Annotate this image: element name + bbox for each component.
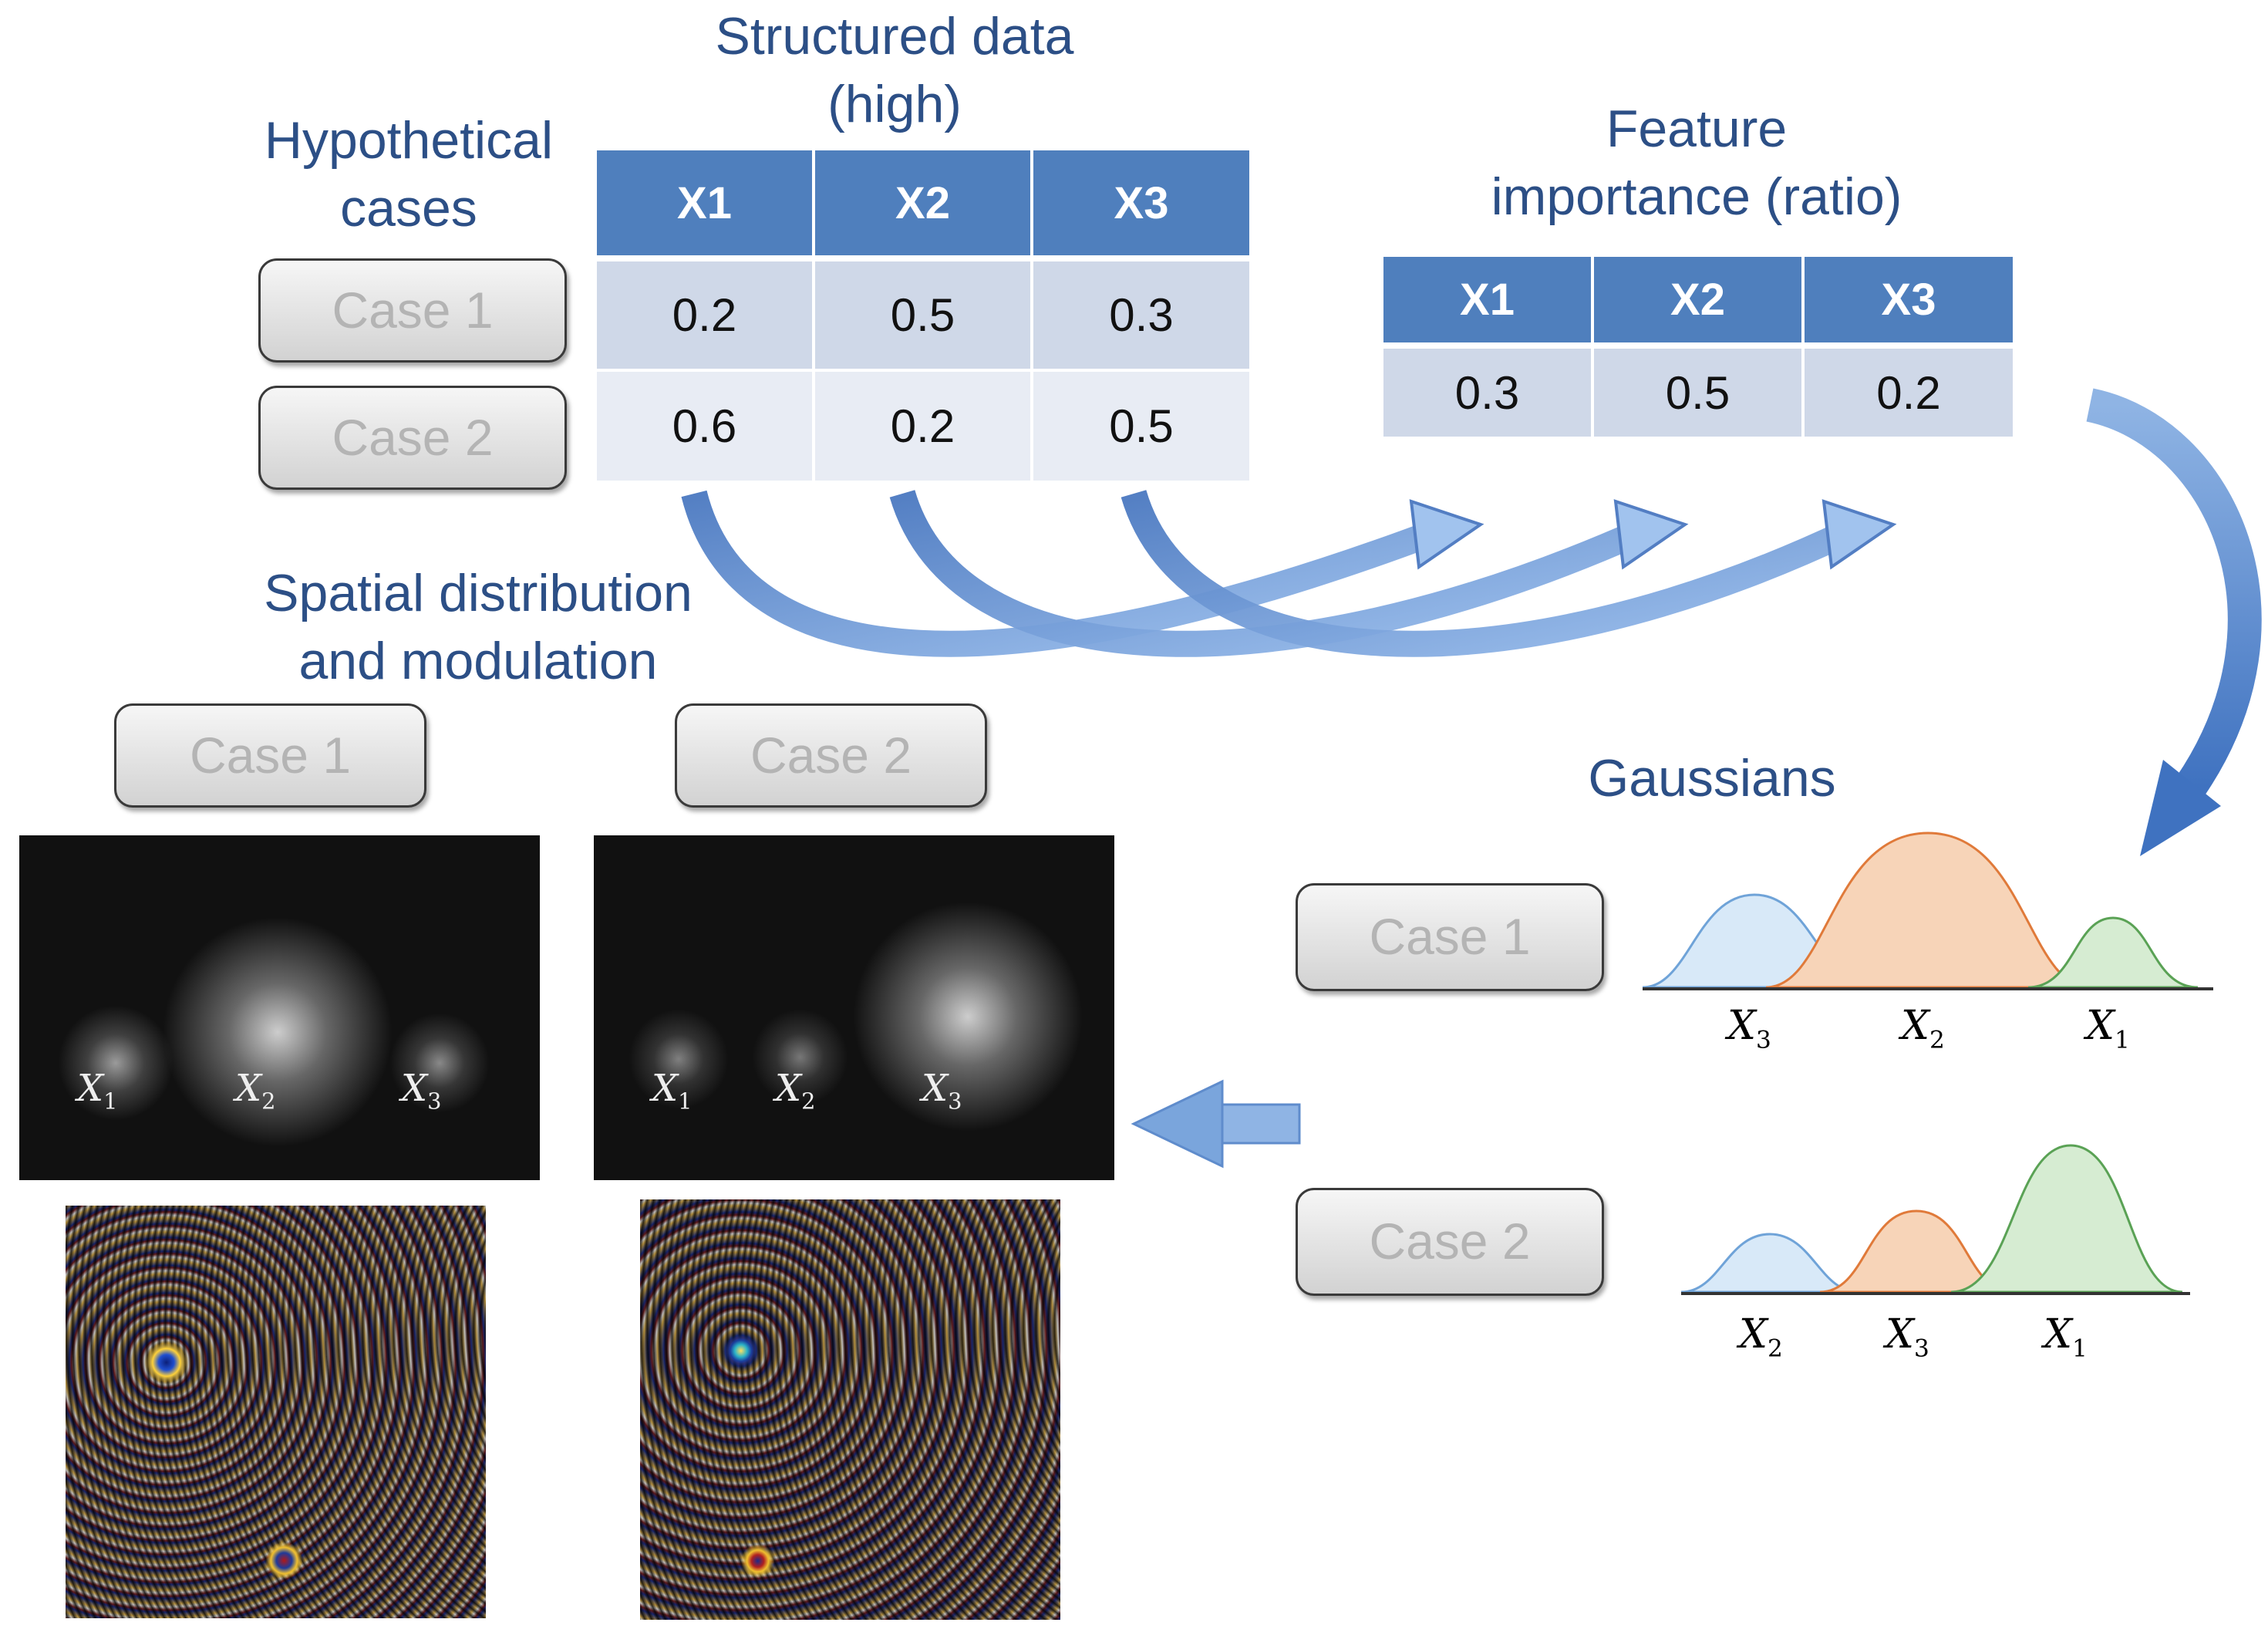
spatial-case2-label-1: X1 — [652, 1067, 693, 1115]
structured-data-table: X1 X2 X3 0.2 0.5 0.3 0.6 0.2 0.5 — [594, 150, 1252, 484]
structured-header-x2: X2 — [812, 150, 1033, 261]
importance-header-x3: X3 — [1801, 257, 2016, 349]
structured-cell: 0.5 — [1030, 369, 1252, 484]
gaussian-x1-curve — [1950, 1144, 2183, 1294]
intensity-spot-x3 — [389, 1013, 490, 1113]
intensity-spot-x2 — [162, 916, 393, 1148]
structured-cell: 0.6 — [594, 369, 815, 484]
importance-cell: 0.3 — [1380, 344, 1594, 440]
importance-title-line1: Feature — [1606, 100, 1788, 158]
spatial-case2-label-3: X3 — [922, 1067, 962, 1115]
gaussian-case1-label-3: X1 — [2086, 1003, 2130, 1054]
importance-title-line2: importance (ratio) — [1491, 167, 1902, 226]
importance-header-x1: X1 — [1380, 257, 1594, 349]
structured-cell: 0.2 — [812, 369, 1033, 484]
spatial-case-2-button[interactable]: Case 2 — [675, 703, 987, 808]
gaussians-case-2-plot — [1681, 1144, 2190, 1295]
hypothetical-cases-title: Hypothetical cases — [239, 106, 578, 242]
spatial-case1-label-2: X2 — [235, 1067, 276, 1115]
curved-arrow-to-gaussians — [2086, 388, 2262, 856]
hypothetical-title-line2: cases — [340, 179, 477, 238]
spatial-case1-label-3: X3 — [401, 1067, 442, 1115]
curved-arrow-x1 — [681, 490, 1484, 657]
gaussian-case2-label-3: X1 — [2044, 1311, 2088, 1363]
spatial-intensity-image-case-2: X1 X2 X3 — [594, 835, 1114, 1180]
importance-cell: 0.5 — [1591, 344, 1805, 440]
gaussian-case2-label-2: X3 — [1886, 1311, 1929, 1363]
structured-header-x3: X3 — [1030, 150, 1252, 261]
gaussian-case-2-button[interactable]: Case 2 — [1296, 1188, 1604, 1296]
feature-importance-table: X1 X2 X3 0.3 0.5 0.2 — [1380, 257, 2016, 440]
structured-header-x1: X1 — [594, 150, 815, 261]
structured-title-line1: Structured data — [715, 7, 1074, 66]
structured-cell: 0.3 — [1030, 257, 1252, 372]
gaussian-x1-curve — [2027, 916, 2199, 989]
gaussians-title: Gaussians — [1588, 749, 1836, 808]
spatial-case-1-button[interactable]: Case 1 — [114, 703, 426, 808]
importance-cell: 0.2 — [1801, 344, 2016, 440]
gaussians-case-1-plot — [1643, 831, 2213, 990]
spatial-title-line2: and modulation — [298, 632, 658, 690]
case-1-button[interactable]: Case 1 — [258, 258, 567, 363]
intensity-spot-x2 — [752, 1009, 848, 1105]
feature-importance-title: Feature importance (ratio) — [1380, 95, 2013, 231]
structured-cell: 0.5 — [812, 257, 1033, 372]
gaussian-case2-label-1: X2 — [1739, 1311, 1783, 1363]
spatial-distribution-title: Spatial distribution and modulation — [224, 559, 733, 695]
curved-arrow-x2 — [889, 490, 1689, 657]
importance-header-x2: X2 — [1591, 257, 1805, 349]
left-arrow — [1131, 1079, 1301, 1169]
modulation-pattern-case-1 — [66, 1206, 486, 1618]
modulation-pattern-case-2 — [640, 1199, 1060, 1620]
spatial-title-line1: Spatial distribution — [264, 564, 693, 622]
gaussian-x2-curve — [1681, 1233, 1859, 1294]
spatial-case1-label-1: X1 — [77, 1067, 118, 1115]
structured-cell: 0.2 — [594, 257, 815, 372]
structured-title-line2: (high) — [827, 75, 962, 133]
structured-data-title: Structured data (high) — [594, 2, 1195, 138]
curved-arrow-x3 — [1121, 490, 1897, 657]
case-2-button[interactable]: Case 2 — [258, 386, 567, 490]
gaussian-case1-label-1: X3 — [1727, 1003, 1771, 1054]
intensity-spot-x1 — [58, 1005, 174, 1121]
spatial-case2-label-2: X2 — [775, 1067, 816, 1115]
gaussian-case-1-button[interactable]: Case 1 — [1296, 883, 1604, 991]
gaussian-x2-curve — [1765, 831, 2091, 989]
gaussian-case1-label-2: X2 — [1901, 1003, 1945, 1054]
hypothetical-title-line1: Hypothetical — [264, 111, 554, 170]
spatial-intensity-image-case-1: X1 X2 X3 — [19, 835, 540, 1180]
intensity-spot-x1 — [629, 1009, 729, 1109]
intensity-spot-x3 — [852, 901, 1083, 1132]
